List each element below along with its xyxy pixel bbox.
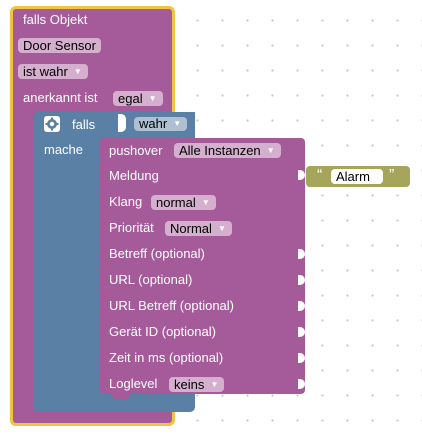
message-label: Meldung <box>109 168 159 183</box>
pushover-notch <box>112 390 130 400</box>
open-quote-icon: “ <box>317 167 323 184</box>
time-input-socket <box>298 353 305 363</box>
chevron-down-icon: ▼ <box>173 119 182 128</box>
chevron-down-icon: ▼ <box>217 224 226 233</box>
if-value-dropdown[interactable]: wahr ▼ <box>134 116 188 131</box>
message-input-socket <box>298 170 305 180</box>
device-input-socket <box>298 327 305 337</box>
if-label: falls <box>72 117 96 132</box>
url-subject-input-socket <box>298 301 305 311</box>
priority-dropdown[interactable]: Normal ▼ <box>165 221 232 236</box>
device-label: Gerät ID (optional) <box>109 324 216 339</box>
condition-socket <box>118 114 126 132</box>
pushover-block[interactable] <box>100 138 305 394</box>
ack-dropdown[interactable]: egal ▼ <box>113 91 163 106</box>
subject-label: Betreff (optional) <box>109 246 205 261</box>
sound-label: Klang <box>109 194 143 209</box>
ack-label: anerkannt ist <box>23 90 98 105</box>
chevron-down-icon: ▼ <box>201 198 210 207</box>
instance-dropdown-value: Alle Instanzen <box>179 143 261 158</box>
chevron-down-icon: ▼ <box>266 146 275 155</box>
priority-label: Priorität <box>109 220 154 235</box>
condition-dropdown[interactable]: ist wahr ▼ <box>18 64 88 79</box>
falls-objekt-title: falls Objekt <box>23 12 88 27</box>
loglevel-dropdown[interactable]: keins ▼ <box>169 377 225 392</box>
chevron-down-icon: ▼ <box>73 67 82 76</box>
url-input-socket <box>298 275 305 285</box>
sound-dropdown-value: normal <box>156 195 196 210</box>
text-value-field[interactable]: Alarm <box>331 169 383 184</box>
sound-dropdown[interactable]: normal ▼ <box>151 195 216 210</box>
gear-icon[interactable] <box>44 116 60 132</box>
url-label: URL (optional) <box>109 272 193 287</box>
do-label: mache <box>44 142 84 157</box>
priority-dropdown-value: Normal <box>170 221 212 236</box>
condition-dropdown-value: ist wahr <box>23 64 68 79</box>
loglevel-dropdown-value: keins <box>174 377 205 392</box>
if-value-dropdown-value: wahr <box>139 116 168 131</box>
instance-dropdown[interactable]: Alle Instanzen ▼ <box>174 143 281 158</box>
time-label: Zeit in ms (optional) <box>109 350 224 365</box>
chevron-down-icon: ▼ <box>210 380 219 389</box>
if-block-bottom-arm <box>33 395 129 412</box>
close-quote-icon: ” <box>389 167 395 184</box>
url-subject-label: URL Betreff (optional) <box>109 298 235 313</box>
ack-dropdown-value: egal <box>118 91 143 106</box>
loglevel-input-socket <box>298 379 305 389</box>
subject-input-socket <box>298 249 305 259</box>
pushover-title: pushover <box>109 143 163 158</box>
object-id-field[interactable]: Door Sensor <box>18 38 101 53</box>
chevron-down-icon: ▼ <box>148 94 157 103</box>
loglevel-label: Loglevel <box>109 376 158 391</box>
